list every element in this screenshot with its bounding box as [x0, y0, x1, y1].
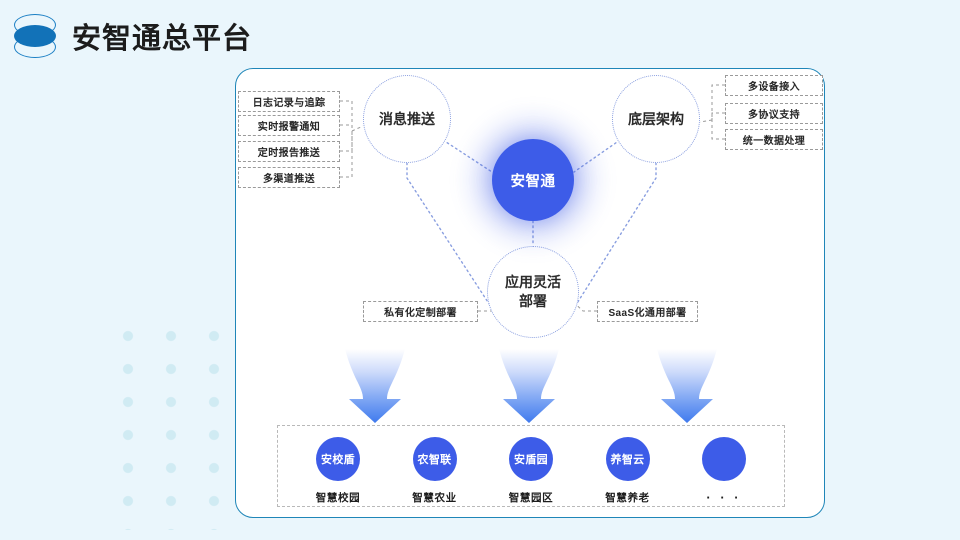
product-item[interactable]: 养智云 智慧养老	[590, 437, 666, 505]
header: 安智通总平台	[0, 0, 960, 72]
product-bubble: 安校盾	[316, 437, 360, 481]
product-bubble: 安盾园	[509, 437, 553, 481]
tag-multidevice-access[interactable]: 多设备接入	[725, 75, 823, 96]
down-arrow-icon-left	[345, 349, 405, 423]
center-node-anzhitong[interactable]: 安智通	[492, 139, 574, 221]
product-label: 智慧农业	[412, 492, 457, 504]
node-underlying-architecture[interactable]: 底层架构	[612, 75, 700, 163]
center-node-label: 安智通	[510, 173, 556, 190]
tag-unified-data-processing[interactable]: 统一数据处理	[725, 129, 823, 150]
node-deploy-line2: 部署	[519, 293, 547, 309]
product-item[interactable]: 安盾园 智慧园区	[493, 437, 569, 505]
product-label: 智慧校园	[315, 492, 361, 504]
product-bubble: 养智云	[605, 437, 650, 481]
product-item[interactable]: 农智联 智慧农业	[397, 437, 473, 505]
tag-multiprotocol-support[interactable]: 多协议支持	[725, 103, 823, 124]
product-item-more[interactable]: · · ·	[686, 437, 762, 505]
product-label-more: · · ·	[706, 490, 742, 505]
node-flexible-deployment-label: 应用灵活 部署	[505, 273, 561, 311]
product-item[interactable]: 安校盾 智慧校园	[300, 437, 376, 505]
tag-log-record-trace[interactable]: 日志记录与追踪	[238, 91, 340, 112]
down-arrow-icon-center	[499, 349, 559, 423]
product-bubble: 农智联	[412, 437, 457, 481]
product-label: 智慧园区	[508, 492, 554, 504]
product-label: 智慧养老	[605, 492, 650, 504]
down-arrow-icon-right	[657, 349, 717, 423]
tag-scheduled-report-push[interactable]: 定时报告推送	[238, 141, 340, 162]
background-dot-pattern	[122, 330, 234, 530]
product-list: 安校盾 智慧校园 农智联 智慧农业 安盾园 智慧园区 养智云 智慧养老 · · …	[277, 425, 785, 507]
node-deploy-line1: 应用灵活	[505, 274, 561, 291]
tag-multichannel-push[interactable]: 多渠道推送	[238, 167, 340, 188]
tag-realtime-alarm-notice[interactable]: 实时报警通知	[238, 115, 340, 136]
product-bubble-empty	[702, 437, 746, 481]
tag-private-custom-deployment[interactable]: 私有化定制部署	[363, 301, 478, 322]
tag-saas-general-deployment[interactable]: SaaS化通用部署	[597, 301, 698, 322]
node-flexible-deployment[interactable]: 应用灵活 部署	[487, 246, 579, 338]
brand-logo-icon	[12, 13, 58, 59]
node-underlying-architecture-label: 底层架构	[628, 110, 684, 127]
logo-core-ellipse	[14, 25, 56, 47]
node-message-push-label: 消息推送	[379, 110, 435, 127]
page-title: 安智通总平台	[72, 23, 253, 55]
node-message-push[interactable]: 消息推送	[363, 75, 451, 163]
